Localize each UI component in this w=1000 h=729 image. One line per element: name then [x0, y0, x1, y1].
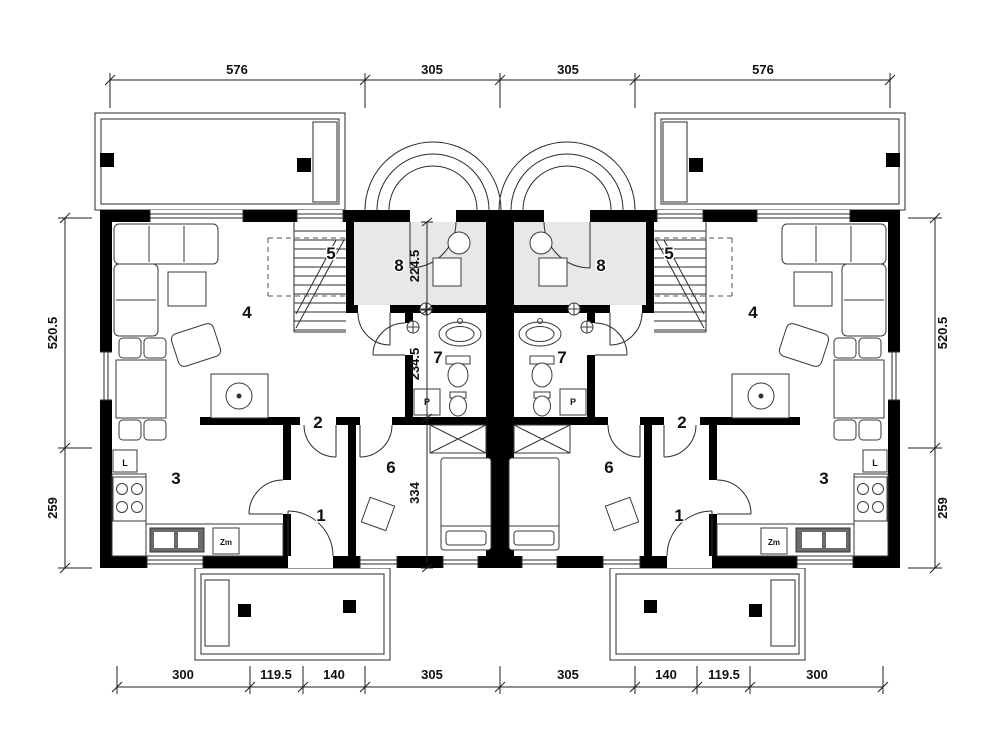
dim-top-4: 576 — [752, 62, 774, 77]
dim-left-1: 520.5 — [45, 317, 60, 350]
dim-top-2: 305 — [421, 62, 443, 77]
room-label-6-left: 6 — [386, 458, 395, 477]
dim-internal-1: 224.5 — [407, 250, 422, 283]
room-label-8-left: 8 — [394, 256, 403, 275]
bottom-dimension-line — [111, 666, 889, 694]
room-label-5-left: 5 — [326, 244, 335, 263]
washer-label-left: P — [424, 397, 430, 407]
fridge-label-left: L — [122, 458, 128, 468]
dishwasher-label-left: Zm — [220, 538, 232, 547]
room-label-7-right: 7 — [557, 348, 566, 367]
dim-top-1: 576 — [226, 62, 248, 77]
dim-left-2: 259 — [45, 497, 60, 519]
dim-internal-3: 334 — [407, 481, 422, 503]
dim-bottom-6: 140 — [655, 667, 677, 682]
dim-internal-2: 234.5 — [407, 348, 422, 381]
room-label-4-right: 4 — [748, 303, 758, 322]
dim-bottom-4: 305 — [421, 667, 443, 682]
right-dimension-line — [908, 212, 942, 574]
fridge-label-right: L — [872, 458, 878, 468]
internal-dimension-line — [421, 217, 433, 573]
dim-bottom-8: 300 — [806, 667, 828, 682]
room-label-3-left: 3 — [171, 469, 180, 488]
dim-right-2: 259 — [935, 497, 950, 519]
dishwasher-label-right: Zm — [768, 538, 780, 547]
left-dimension-line — [58, 212, 92, 574]
room-label-2-right: 2 — [677, 413, 686, 432]
labels: 576 305 305 576 300 119.5 140 305 305 14… — [45, 62, 950, 682]
room-label-5-right: 5 — [664, 244, 673, 263]
room-label-3-right: 3 — [819, 469, 828, 488]
room-label-7-left: 7 — [433, 348, 442, 367]
right-unit — [498, 112, 906, 661]
dim-bottom-3: 140 — [323, 667, 345, 682]
left-unit — [94, 112, 502, 661]
dim-right-1: 520.5 — [935, 317, 950, 350]
dim-bottom-1: 300 — [172, 667, 194, 682]
room-label-1-left: 1 — [316, 506, 325, 525]
dim-bottom-7: 119.5 — [708, 667, 740, 682]
washer-label-right: P — [570, 397, 576, 407]
dim-top-3: 305 — [557, 62, 579, 77]
room-label-4-left: 4 — [242, 303, 252, 322]
room-label-2-left: 2 — [313, 413, 322, 432]
room-label-6-right: 6 — [604, 458, 613, 477]
room-label-8-right: 8 — [596, 256, 605, 275]
room-label-1-right: 1 — [674, 506, 683, 525]
dim-bottom-2: 119.5 — [260, 667, 292, 682]
dim-bottom-5: 305 — [557, 667, 579, 682]
top-dimension-line — [104, 73, 896, 108]
